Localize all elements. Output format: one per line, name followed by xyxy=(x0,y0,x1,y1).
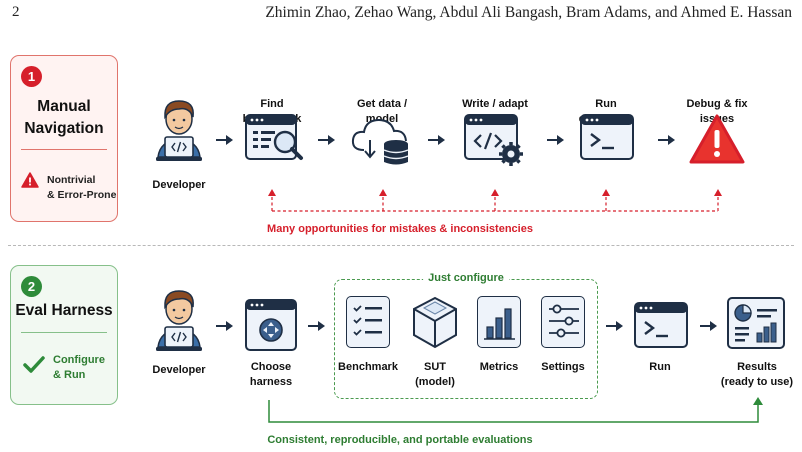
note-line-2: & Error-Prone xyxy=(47,189,117,201)
section-number-badge: 2 xyxy=(21,276,42,297)
right-arrow-icon xyxy=(428,134,446,146)
code-gear-icon xyxy=(464,114,526,168)
title-line-1: Manual xyxy=(37,98,91,115)
section-number-badge: 1 xyxy=(21,66,42,87)
benchmark-checklist-icon xyxy=(346,296,390,348)
harness-note: Configure & Run xyxy=(53,353,105,383)
right-arrow-icon xyxy=(606,320,624,332)
mistakes-note: Many opportunities for mistakes & incons… xyxy=(267,223,533,235)
right-arrow-icon xyxy=(318,134,336,146)
run-label: Run xyxy=(649,361,671,373)
consistency-line xyxy=(268,397,763,423)
checkmark-icon xyxy=(23,356,45,374)
config-benchmark-label: Benchmark xyxy=(338,361,398,373)
section-separator xyxy=(8,245,794,246)
config-sut-label: SUT (model) xyxy=(415,361,455,388)
choose-harness-label: Choose harness xyxy=(249,361,293,388)
results-label: Results (ready to use) xyxy=(720,361,794,388)
panel-divider xyxy=(21,149,107,150)
page-number: 2 xyxy=(12,4,20,20)
cube-model-icon xyxy=(411,296,459,350)
config-metrics-label: Metrics xyxy=(479,361,519,373)
eval-harness-title: Eval Harness xyxy=(15,302,113,319)
terminal-icon xyxy=(634,302,688,350)
right-arrow-icon xyxy=(216,134,234,146)
right-arrow-icon xyxy=(658,134,676,146)
results-dashboard-icon xyxy=(727,297,785,351)
note-line-1: Nontrivial xyxy=(47,174,96,186)
settings-sliders-icon xyxy=(541,296,585,348)
browser-search-icon xyxy=(245,114,305,164)
author-list: Zhimin Zhao, Zehao Wang, Abdul Ali Banga… xyxy=(265,4,792,21)
cloud-database-icon xyxy=(350,114,416,168)
warning-icon xyxy=(21,172,39,188)
warning-triangle-icon xyxy=(688,113,746,165)
developer-icon xyxy=(148,285,210,355)
mistake-feedback-lines xyxy=(268,189,722,212)
developer-icon xyxy=(148,95,210,165)
manual-note: Nontrivial & Error-Prone xyxy=(47,173,116,203)
eval-harness-panel: 2 Eval Harness Configure & Run xyxy=(10,265,118,405)
right-arrow-icon xyxy=(216,320,234,332)
terminal-icon xyxy=(580,114,634,162)
right-arrow-icon xyxy=(308,320,326,332)
manual-navigation-title: Manual Navigation xyxy=(11,96,117,140)
consistency-note: Consistent, reproducible, and portable e… xyxy=(267,434,533,446)
metrics-bar-chart-icon xyxy=(477,296,521,348)
right-arrow-icon xyxy=(700,320,718,332)
title-line-2: Navigation xyxy=(24,120,104,137)
harness-window-icon xyxy=(245,299,297,351)
developer-label: Developer xyxy=(152,364,206,376)
right-arrow-icon xyxy=(547,134,565,146)
note-line-2: & Run xyxy=(53,369,86,381)
config-settings-label: Settings xyxy=(541,361,585,373)
developer-label: Developer xyxy=(152,179,206,191)
configure-group-label: Just configure xyxy=(423,272,509,284)
manual-navigation-panel: 1 Manual Navigation Nontrivial & Error-P… xyxy=(10,55,118,222)
note-line-1: Configure xyxy=(53,354,105,366)
panel-divider xyxy=(21,332,107,333)
